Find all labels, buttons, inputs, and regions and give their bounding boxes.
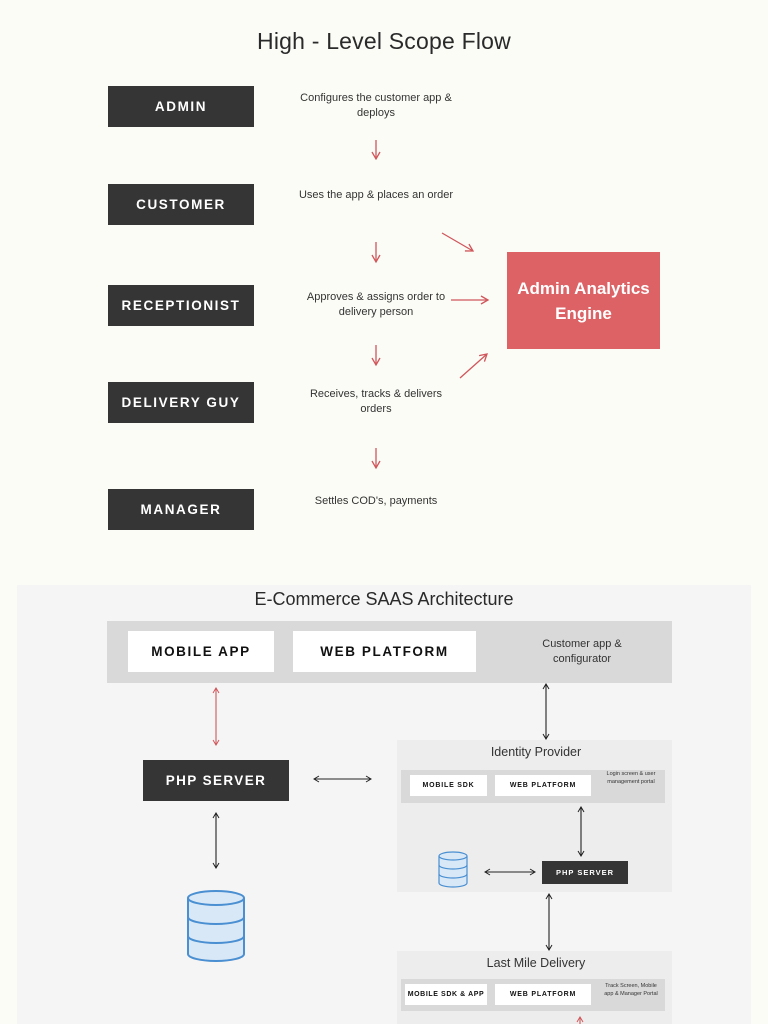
desc-customer: Uses the app & places an order [298,189,454,201]
identity-provider-title: Identity Provider [490,745,582,759]
role-receptionist: RECEPTIONIST [108,285,254,326]
desc-delivery-guy: Receives, tracks & delivers orders [309,388,443,415]
role-manager: MANAGER [108,489,254,530]
identity-database-icon [438,851,468,888]
web-platform-box: WEB PLATFORM [293,631,476,672]
identity-web-platform: WEB PLATFORM [495,775,591,796]
arrow-to-engine-delivery [459,353,488,379]
mobile-app-box: MOBILE APP [128,631,274,672]
identity-mobile-sdk: MOBILE SDK [410,775,487,796]
last-mile-note: Track Screen, Mobile app & Manager Porta… [604,983,658,997]
role-delivery-guy: DELIVERY GUY [108,382,254,423]
php-server-main: PHP SERVER [143,760,289,801]
role-customer: CUSTOMER [108,184,254,225]
desc-receptionist: Approves & assigns order to delivery per… [306,291,446,318]
last-mile-title: Last Mile Delivery [486,956,586,970]
identity-note: Login screen & user management portal [606,771,656,785]
admin-analytics-engine: Admin Analytics Engine [507,252,660,349]
database-icon [187,890,245,962]
architecture-title: E-Commerce SAAS Architecture [254,589,514,609]
identity-php-server: PHP SERVER [542,861,628,884]
last-mile-mobile-sdk-app: MOBILE SDK & APP [405,984,487,1005]
desc-manager: Settles COD's, payments [314,495,438,507]
flow-title: High - Level Scope Flow [257,28,511,54]
arrow-to-engine-customer [441,232,475,252]
desc-admin: Configures the customer app & deploys [300,92,452,119]
last-mile-web-platform: WEB PLATFORM [495,984,591,1005]
flow-arrows [371,140,490,470]
customer-app-note: Customer app & configurator [542,638,622,665]
role-admin: ADMIN [108,86,254,127]
